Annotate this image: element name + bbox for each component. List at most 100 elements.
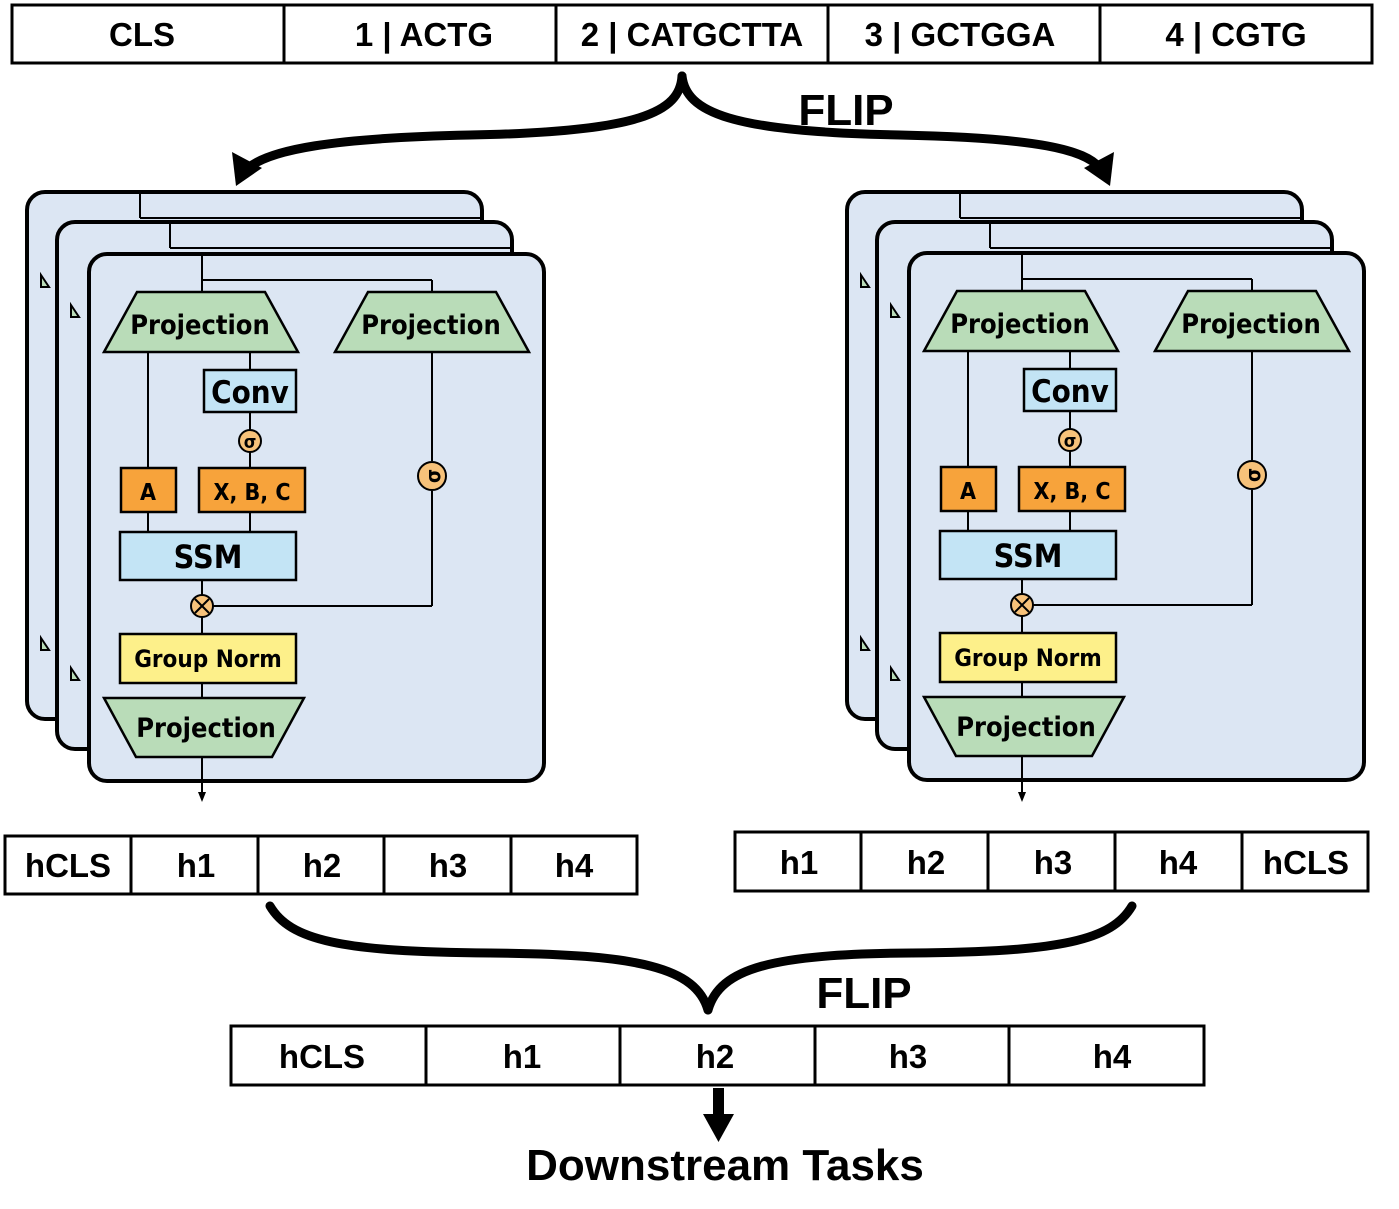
a-param-box: A (939, 465, 998, 513)
xbc-param-box: X, B, C (197, 466, 307, 514)
output-token-label: h2 (303, 847, 342, 884)
input-token-label: CLS (109, 16, 175, 53)
sigma-label: σ (1064, 431, 1077, 452)
bottom-flip-brace (265, 901, 1137, 1015)
top-flip-brace (232, 71, 1114, 186)
output-token-label: h1 (177, 847, 216, 884)
xbc-label: X, B, C (213, 480, 290, 506)
flip-label-top: FLIP (798, 86, 893, 135)
xbc-param-box: X, B, C (1017, 465, 1127, 513)
projection-label: Projection (136, 713, 276, 744)
output-token-label: hCLS (1263, 844, 1349, 881)
arrowhead-right (1084, 152, 1114, 186)
right-output-token: h1 (733, 830, 863, 893)
mamba-block-left: Projection Projection Conv σ A X, B, C (87, 252, 546, 802)
output-token-label: h1 (780, 844, 819, 881)
left-output-token: h4 (509, 834, 639, 896)
input-token-row: CLS 1 | ACTG 2 | CATGCTTA 3 | GCTGGA 4 |… (10, 3, 1374, 65)
final-output-token: h1 (424, 1024, 622, 1087)
input-token-1: 1 | ACTG (282, 3, 558, 65)
output-token-label: h3 (429, 847, 468, 884)
output-token-label: h2 (907, 844, 946, 881)
a-label: A (140, 480, 156, 506)
final-output-token: h2 (618, 1024, 817, 1087)
downstream-arrow (703, 1088, 734, 1142)
output-token-label: h2 (696, 1038, 735, 1075)
right-output-token: h3 (986, 830, 1117, 893)
group-norm-box: Group Norm (118, 632, 298, 685)
block-wiring (967, 253, 1253, 802)
sigma-label: σ (244, 432, 257, 453)
final-output-token: hCLS (229, 1024, 428, 1087)
left-output-row: hCLS h1 h2 h3 h4 (3, 834, 639, 896)
right-block-stack: Projection Projection Conv σ A X, B, C (845, 190, 1366, 802)
conv-box: Conv (1022, 367, 1118, 413)
gate-sigma-activation: σ (1237, 460, 1267, 490)
input-token-label: 4 | CGTG (1165, 16, 1306, 53)
conv-label: Conv (1031, 374, 1109, 410)
projection-out: Projection (921, 695, 1127, 758)
conv-box: Conv (202, 368, 298, 414)
final-output-row: hCLS h1 h2 h3 h4 (229, 1024, 1206, 1087)
output-token-label: h4 (1159, 844, 1198, 881)
group-norm-label: Group Norm (954, 644, 1102, 672)
input-token-label: 2 | CATGCTTA (581, 16, 804, 53)
output-token-label: h1 (503, 1038, 542, 1075)
xbc-label: X, B, C (1033, 479, 1110, 505)
multiply-node (1010, 593, 1034, 617)
input-token-4: 4 | CGTG (1098, 3, 1374, 65)
block-wiring (147, 254, 433, 802)
ssm-label: SSM (994, 537, 1063, 575)
mamba-block-right: Projection Projection Conv σ A X, B, C (907, 251, 1366, 802)
projection-label: Projection (361, 310, 501, 341)
projection-out: Projection (101, 696, 307, 759)
output-token-label: hCLS (279, 1038, 365, 1075)
projection-label: Projection (130, 310, 270, 341)
arrowhead-left (232, 152, 262, 186)
sigma-label: σ (1241, 468, 1265, 482)
sigma-label: σ (421, 469, 445, 483)
right-output-row: h1 h2 h3 h4 hCLS (733, 830, 1370, 893)
projection-label: Projection (956, 712, 1096, 743)
left-output-token: h3 (382, 834, 513, 896)
output-token-label: h3 (889, 1038, 928, 1075)
output-token-label: h3 (1034, 844, 1073, 881)
projection-label: Projection (1181, 309, 1321, 340)
ssm-label: SSM (174, 538, 243, 576)
group-norm-label: Group Norm (134, 645, 282, 673)
gate-sigma-activation: σ (417, 461, 447, 491)
multiply-node (190, 594, 214, 618)
ssm-box: SSM (118, 530, 298, 582)
a-param-box: A (119, 466, 178, 514)
flip-label-bottom: FLIP (816, 969, 911, 1018)
input-token-label: 3 | GCTGGA (865, 16, 1056, 53)
final-output-token: h4 (1007, 1024, 1206, 1087)
right-output-token: h2 (859, 830, 990, 893)
right-output-token: hCLS (1240, 830, 1370, 893)
sigma-activation: σ (1058, 428, 1082, 452)
right-output-token: h4 (1113, 830, 1244, 893)
output-token-label: h4 (555, 847, 594, 884)
projection-in-gate: Projection (332, 290, 532, 354)
downstream-tasks-label: Downstream Tasks (526, 1141, 924, 1190)
projection-in-gate: Projection (1152, 289, 1352, 353)
output-token-label: h4 (1093, 1038, 1132, 1075)
output-token-label: hCLS (25, 847, 111, 884)
projection-in-main: Projection (921, 289, 1121, 353)
final-output-token: h3 (813, 1024, 1011, 1087)
input-token-label: 1 | ACTG (355, 16, 493, 53)
projection-label: Projection (950, 309, 1090, 340)
input-token-3: 3 | GCTGGA (826, 3, 1102, 65)
left-block-stack: Projection Projection Conv σ A X, B, C (25, 190, 546, 802)
input-token-cls: CLS (10, 3, 286, 65)
a-label: A (960, 479, 976, 505)
left-output-token: h2 (256, 834, 386, 896)
input-token-2: 2 | CATGCTTA (554, 3, 830, 65)
conv-label: Conv (211, 375, 289, 411)
ssm-box: SSM (938, 529, 1118, 581)
sigma-activation: σ (238, 429, 262, 453)
group-norm-box: Group Norm (938, 631, 1118, 684)
left-output-token: h1 (129, 834, 260, 896)
projection-in-main: Projection (101, 290, 301, 354)
